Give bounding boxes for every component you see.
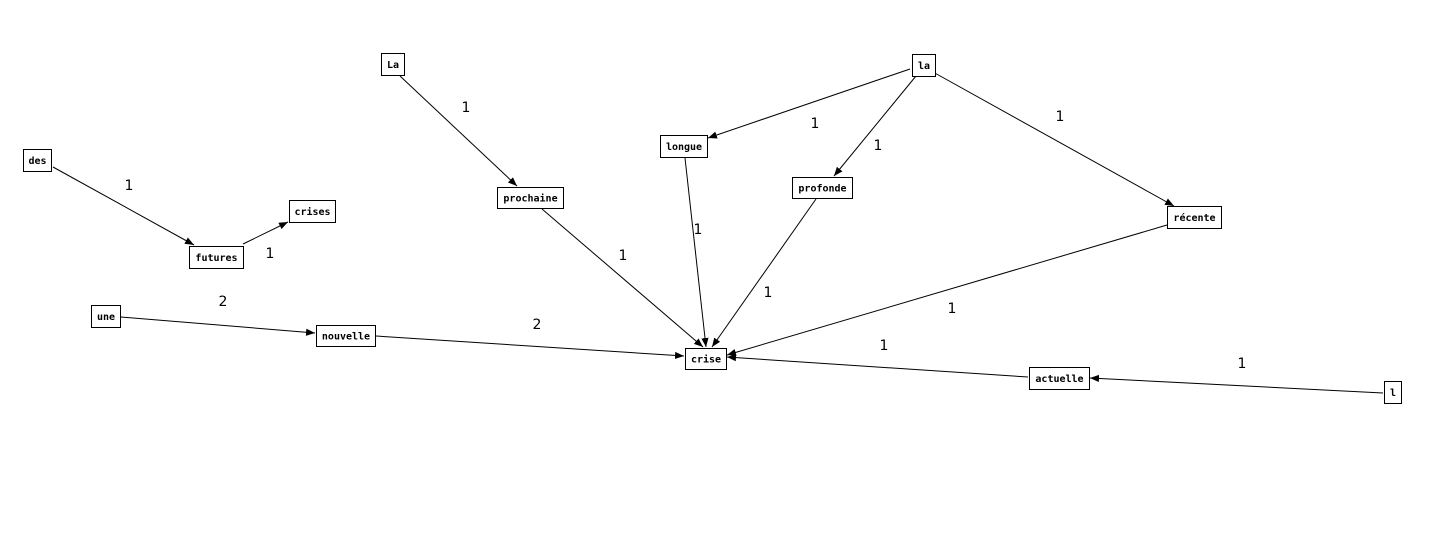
edge-la-to-recente xyxy=(932,71,1175,207)
node-label: récente xyxy=(1173,212,1215,224)
nodes-layer: desfuturescrisesunenouvelleLaprochainela… xyxy=(23,53,1402,404)
edge-nouvelle-to-crise xyxy=(375,335,685,360)
node-futures[interactable]: futures xyxy=(189,246,244,269)
node-La[interactable]: La xyxy=(381,53,405,76)
edges-layer xyxy=(52,68,1384,394)
node-label: des xyxy=(28,156,46,167)
edge-actuelle-to-crise xyxy=(726,354,1029,378)
node-box xyxy=(316,325,376,347)
edge-weight-l-to-actuelle: 1 xyxy=(1238,356,1247,372)
edge-weight-profonde-to-crise: 1 xyxy=(764,285,773,301)
edge-weight-des-to-futures: 1 xyxy=(125,178,134,194)
node-label: l xyxy=(1390,388,1396,399)
edge-recente-to-crise xyxy=(726,224,1168,356)
node-label: crises xyxy=(294,206,330,218)
node-box xyxy=(660,135,708,158)
edge-La-to-prochaine xyxy=(399,75,518,187)
node-box xyxy=(289,200,336,223)
node-la[interactable]: la xyxy=(912,54,936,77)
node-des[interactable]: des xyxy=(23,149,52,172)
edge-weight-longue-to-crise: 1 xyxy=(694,222,703,238)
node-prochaine[interactable]: prochaine xyxy=(497,187,564,209)
edge-la-to-profonde xyxy=(833,75,917,177)
edge-weight-la-to-recente: 1 xyxy=(1056,109,1065,125)
edge-weight-la-to-longue: 1 xyxy=(811,116,820,132)
node-box xyxy=(912,54,936,77)
edge-labels-layer: 1 1 2 2 1 1 1 1 1 1 1 1 1 1 xyxy=(125,100,1247,372)
node-box xyxy=(1384,381,1402,404)
node-box xyxy=(381,53,405,76)
edge-profonde-to-crise xyxy=(711,198,817,348)
node-box xyxy=(23,149,52,172)
edge-weight-La-to-prochaine: 1 xyxy=(462,100,471,116)
edge-la-to-longue xyxy=(707,68,911,139)
edge-weight-une-to-nouvelle: 2 xyxy=(219,294,228,310)
node-profonde[interactable]: profonde xyxy=(792,177,853,199)
node-box xyxy=(792,177,853,199)
node-label: actuelle xyxy=(1035,374,1083,385)
node-label: nouvelle xyxy=(322,332,370,343)
node-label: la xyxy=(918,61,930,72)
node-une[interactable]: une xyxy=(91,305,121,328)
node-crises[interactable]: crises xyxy=(289,200,336,223)
edge-weight-actuelle-to-crise: 1 xyxy=(880,338,889,354)
node-label: profonde xyxy=(798,184,846,195)
node-box xyxy=(685,348,727,370)
edge-weight-prochaine-to-crise: 1 xyxy=(619,248,628,264)
edge-des-to-futures xyxy=(52,166,195,246)
node-label: La xyxy=(387,60,399,71)
edge-weight-futures-to-crises: 1 xyxy=(266,246,275,262)
node-label: futures xyxy=(195,253,237,264)
edge-une-to-nouvelle xyxy=(120,316,316,336)
node-box xyxy=(91,305,121,328)
edge-l-to-actuelle xyxy=(1089,374,1384,394)
node-label: une xyxy=(97,312,115,323)
edge-weight-nouvelle-to-crise: 2 xyxy=(533,317,542,333)
edge-weight-recente-to-crise: 1 xyxy=(948,301,957,317)
node-l[interactable]: l xyxy=(1384,381,1402,404)
edge-prochaine-to-crise xyxy=(541,208,704,348)
node-box xyxy=(189,246,244,269)
node-recente[interactable]: récente xyxy=(1167,206,1222,229)
node-box xyxy=(497,187,564,209)
node-longue[interactable]: longue xyxy=(660,135,708,158)
node-nouvelle[interactable]: nouvelle xyxy=(316,325,376,347)
node-box xyxy=(1167,206,1222,229)
node-box xyxy=(1029,367,1090,390)
node-label: longue xyxy=(666,142,702,153)
node-actuelle[interactable]: actuelle xyxy=(1029,367,1090,390)
node-label: crise xyxy=(691,354,721,366)
edge-futures-to-crises xyxy=(242,221,289,245)
edge-longue-to-crise xyxy=(684,157,709,348)
node-crise[interactable]: crise xyxy=(685,348,727,370)
node-label: prochaine xyxy=(503,193,557,205)
edge-weight-la-to-profonde: 1 xyxy=(874,138,883,154)
